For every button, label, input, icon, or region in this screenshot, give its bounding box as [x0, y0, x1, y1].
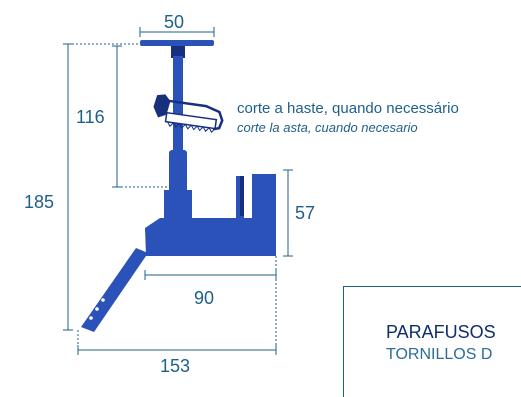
angled-arm — [81, 248, 148, 332]
info-box-subtitle: TORNILLOS D — [386, 346, 493, 363]
cup-slot — [240, 176, 244, 216]
dim-cup-height: 57 — [295, 203, 316, 223]
dim-top-width: 50 — [164, 12, 185, 32]
cut-note-secondary: corte la asta, cuando necesario — [237, 120, 418, 135]
info-box-title: PARAFUSOS — [386, 322, 496, 342]
cut-note-primary: corte a haste, quando necessário — [237, 100, 459, 117]
dim-shaft-length: 116 — [76, 107, 105, 127]
top-plate-boss — [171, 46, 185, 58]
dim-base-width: 90 — [194, 288, 215, 308]
hacksaw-icon — [153, 94, 224, 133]
top-plate — [140, 40, 214, 46]
dimension-lines — [63, 27, 293, 355]
dim-total-height: 185 — [24, 192, 55, 212]
support-part — [81, 40, 276, 332]
dim-total-width: 153 — [160, 356, 191, 376]
support-diagram — [63, 27, 293, 355]
shaft-collar — [164, 190, 192, 218]
shaft-sleeve — [169, 150, 187, 192]
arm-holes — [89, 298, 105, 320]
info-box — [343, 286, 521, 397]
